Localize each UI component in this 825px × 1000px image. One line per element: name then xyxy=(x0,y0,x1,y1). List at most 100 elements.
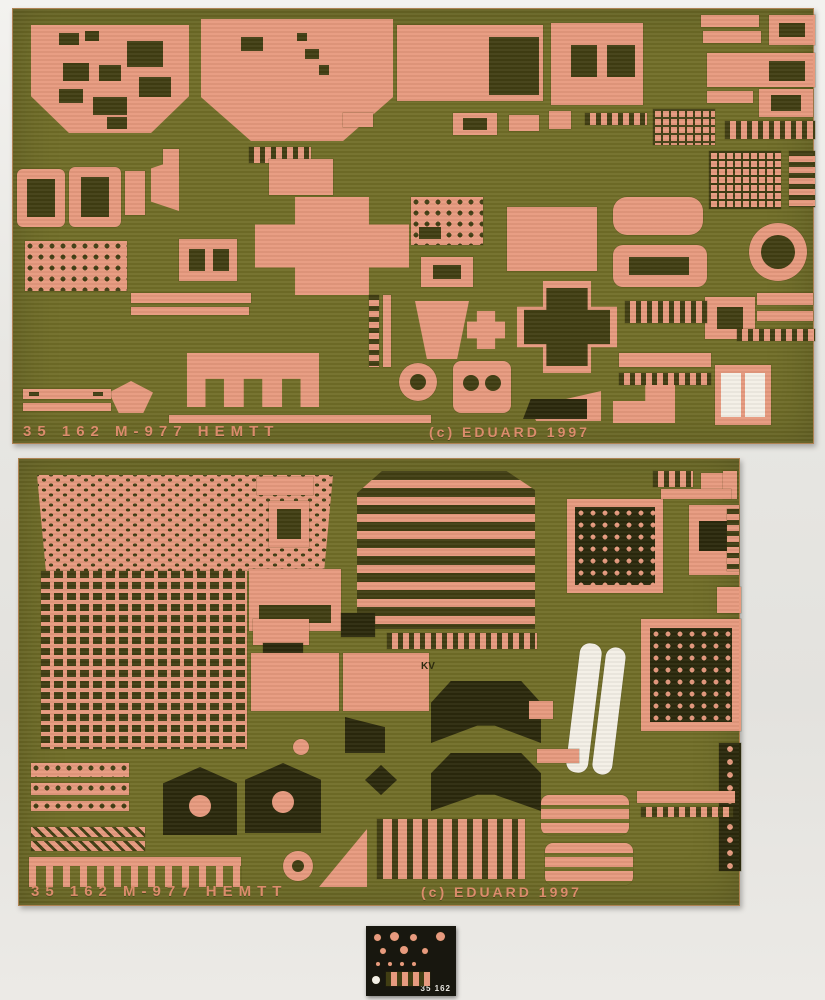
plate-small xyxy=(257,477,313,495)
cutout xyxy=(85,31,99,41)
strip xyxy=(707,91,753,103)
plate-small xyxy=(701,473,725,493)
cutout xyxy=(463,118,487,130)
cutout xyxy=(419,227,441,239)
rivet-panel xyxy=(641,619,741,731)
strip xyxy=(23,403,111,411)
mesh-plate-small xyxy=(653,109,715,145)
cutout xyxy=(93,97,127,115)
mesh-grid-plate xyxy=(41,571,247,749)
plate-small xyxy=(343,113,373,127)
cutout xyxy=(63,63,89,81)
bracket-comb-row xyxy=(29,857,241,887)
cutout xyxy=(277,509,301,539)
ladder-strip-vertical xyxy=(369,295,379,367)
rivet-panel xyxy=(567,499,663,593)
mudflap-bracket xyxy=(613,385,675,423)
dark-wedge xyxy=(523,399,587,419)
angled-dark-plate xyxy=(345,717,385,753)
cutout xyxy=(59,89,83,103)
fret-stamp-copyright: (c) EDUARD 1997 xyxy=(421,884,582,900)
dot xyxy=(436,932,445,941)
donut xyxy=(399,363,437,401)
chip-label: 35 162 xyxy=(420,984,451,993)
zipper-strip xyxy=(387,633,537,649)
dot xyxy=(410,934,417,941)
wing-bracket xyxy=(431,681,541,743)
twin-hatch-panel xyxy=(551,23,643,105)
slotted-bar xyxy=(789,151,815,207)
dot-white xyxy=(372,976,380,984)
twin-port-plate xyxy=(179,239,237,281)
barcode xyxy=(386,972,430,986)
rounded-box xyxy=(17,169,65,227)
cutout xyxy=(59,33,79,45)
door-plate xyxy=(343,653,429,711)
hatched-strip xyxy=(31,841,145,851)
cutout xyxy=(241,37,263,51)
door-plate xyxy=(251,653,339,711)
bar-vertical xyxy=(125,171,145,215)
big-square-plate xyxy=(507,207,597,271)
fret-stamp-copyright: (c) EDUARD 1997 xyxy=(429,424,590,440)
comb-plate xyxy=(187,353,319,407)
cutout xyxy=(571,45,597,77)
dot xyxy=(390,932,399,941)
plate-small xyxy=(549,111,571,129)
strip xyxy=(701,15,759,27)
dot xyxy=(374,934,381,941)
mesh-plate xyxy=(709,151,781,209)
cutout xyxy=(272,791,294,813)
cutout xyxy=(489,37,539,95)
ladder-plate xyxy=(377,819,525,879)
cutout xyxy=(433,265,461,279)
slot-plate xyxy=(421,257,473,287)
dot xyxy=(400,946,408,954)
spare-chip: 35 162 xyxy=(366,926,456,996)
dot-small xyxy=(388,962,392,966)
dark-plate xyxy=(341,613,375,637)
rivet-strip xyxy=(31,801,129,811)
cutout xyxy=(463,375,479,391)
slotted-bar xyxy=(727,509,739,571)
plate-small xyxy=(269,159,333,195)
wing-bracket xyxy=(431,753,541,811)
cutout xyxy=(99,65,121,81)
cutout xyxy=(721,373,741,417)
small-ring xyxy=(293,739,309,755)
twin-eye-plate xyxy=(453,361,511,413)
hull-plate-right xyxy=(201,19,393,141)
cutout xyxy=(607,45,635,77)
rivet-plate xyxy=(25,241,127,291)
window-frame xyxy=(715,365,771,425)
bucket-plate xyxy=(415,301,469,359)
cutout xyxy=(189,795,211,817)
cutout xyxy=(305,49,319,59)
cutout xyxy=(297,33,307,41)
cutout xyxy=(259,605,331,623)
cutout xyxy=(769,61,805,81)
rounded-box xyxy=(69,167,121,227)
cutout xyxy=(81,177,109,217)
slotted-strip xyxy=(585,113,647,125)
rivet-strip xyxy=(31,783,129,795)
dot xyxy=(422,948,428,954)
strip xyxy=(131,293,251,303)
diamond-plate xyxy=(109,381,153,413)
strip xyxy=(757,293,813,305)
plate-small xyxy=(253,619,309,645)
cross-plate xyxy=(255,197,409,295)
ring-part xyxy=(749,223,807,281)
dot-small xyxy=(412,962,416,966)
cutout xyxy=(779,23,805,37)
cutout xyxy=(29,392,39,396)
mirror-housing xyxy=(163,767,237,835)
bracket xyxy=(769,15,815,45)
strip xyxy=(637,791,735,803)
triangle-gusset xyxy=(319,829,367,887)
cutout xyxy=(485,375,501,391)
bracket xyxy=(759,89,813,117)
plate-small xyxy=(717,587,741,613)
cutout xyxy=(745,373,765,417)
